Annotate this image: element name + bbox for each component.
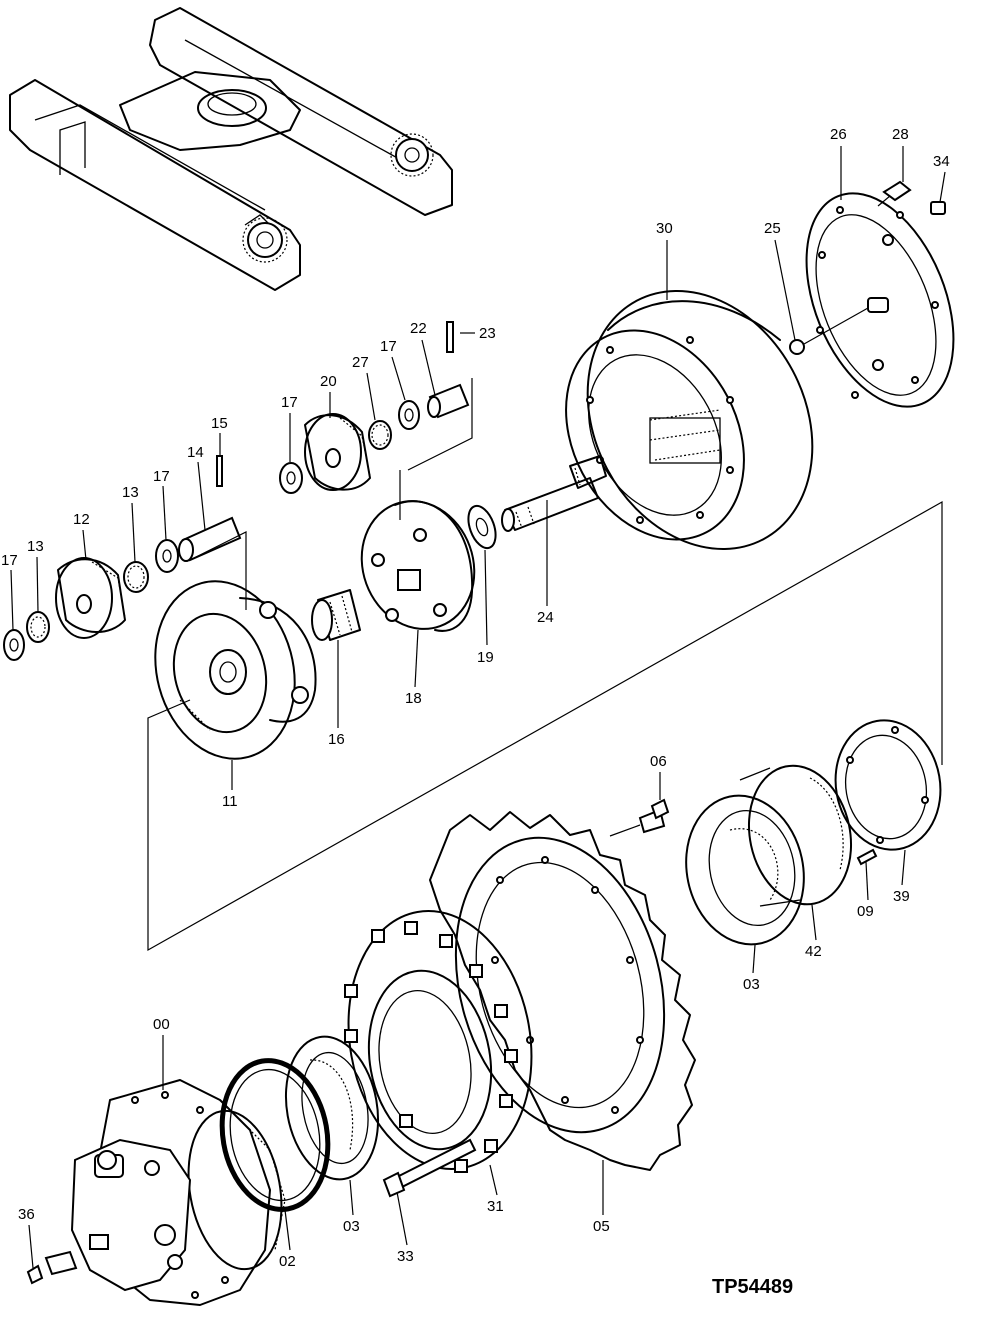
part-15-spring-pin (216, 455, 223, 487)
part-36-plug (26, 1250, 78, 1285)
assembly-bracket-main (147, 500, 943, 952)
part-39-floating-seal-ring (834, 719, 942, 851)
label-18: 18 (405, 690, 422, 707)
label-05: 05 (593, 1218, 610, 1235)
part-09-pin (856, 848, 878, 866)
part-13-bearing-left (26, 611, 50, 643)
part-19-washer (467, 504, 497, 550)
part-16-sun-gear (311, 589, 361, 641)
label-09: 09 (857, 903, 874, 920)
part-31-hub (344, 910, 533, 1173)
part-22-pin (427, 383, 470, 419)
label-20: 20 (320, 373, 337, 390)
part-42-ring-gear (739, 764, 853, 907)
label-16: 16 (328, 731, 345, 748)
label-15: 15 (211, 415, 228, 432)
label-17-planet: 17 (281, 394, 298, 411)
label-28: 28 (892, 126, 909, 143)
label-14: 14 (187, 444, 204, 461)
part-11-carrier (154, 580, 317, 760)
part-17-thrust-washer-upper (398, 400, 420, 430)
label-03-lower: 03 (343, 1218, 360, 1235)
label-12: 12 (73, 511, 90, 528)
figure-code: TP54489 (712, 1276, 793, 1298)
part-26-cover (805, 192, 955, 408)
leader-lines (10, 146, 946, 1269)
label-36: 36 (18, 1206, 35, 1223)
label-39: 39 (893, 888, 910, 905)
part-14-pin (178, 516, 242, 562)
label-31: 31 (487, 1198, 504, 1215)
label-17-upper: 17 (380, 338, 397, 355)
part-17-thrust-washer-mid (155, 539, 179, 573)
label-02: 02 (279, 1253, 296, 1270)
part-17-thrust-washer-planet (279, 462, 303, 494)
label-00: 00 (153, 1016, 170, 1033)
part-12-planet-gear (55, 557, 126, 639)
label-42: 42 (805, 943, 822, 960)
label-26: 26 (830, 126, 847, 143)
part-25-nut (789, 307, 869, 355)
part-18-carrier (360, 500, 476, 632)
part-34-plug (930, 201, 946, 215)
part-23-spring-pin (446, 321, 454, 353)
part-17-thrust-washer-left (3, 629, 25, 661)
label-27: 27 (352, 354, 369, 371)
part-30-ring-gear-housing (565, 290, 814, 550)
label-17-mid: 17 (153, 468, 170, 485)
label-13-left: 13 (27, 538, 44, 555)
label-25: 25 (764, 220, 781, 237)
part-03-bearing-upper (685, 794, 805, 946)
label-33: 33 (397, 1248, 414, 1265)
part-24-shaft (501, 455, 607, 532)
part-33-bolt (382, 1138, 477, 1198)
label-13-mid: 13 (122, 484, 139, 501)
label-03-upper: 03 (743, 976, 760, 993)
label-19: 19 (477, 649, 494, 666)
label-23: 23 (479, 325, 496, 342)
callout-labels: 26 28 34 30 25 22 23 27 17 20 17 15 14 1… (1, 126, 950, 1270)
assembly-bracket-upper (399, 378, 473, 520)
part-28-bolt (877, 180, 912, 207)
label-30: 30 (656, 220, 673, 237)
label-24: 24 (537, 609, 554, 626)
part-27-needle-bearing (368, 420, 392, 450)
label-17-left: 17 (1, 552, 18, 569)
part-05-sprocket (429, 811, 696, 1171)
label-06: 06 (650, 753, 667, 770)
track-frame-illustration (9, 7, 453, 291)
assembly-bracket-mid (189, 531, 247, 610)
label-22: 22 (410, 320, 427, 337)
label-11: 11 (222, 793, 238, 810)
part-02-floating-seal (219, 1058, 331, 1212)
part-03-bearing-lower (284, 1035, 380, 1181)
part-13-bearing-mid (123, 561, 149, 593)
part-00-travel-motor (70, 1079, 286, 1306)
part-06-bolt (609, 798, 670, 837)
part-20-planet-gear (304, 413, 371, 491)
label-34: 34 (933, 153, 950, 170)
